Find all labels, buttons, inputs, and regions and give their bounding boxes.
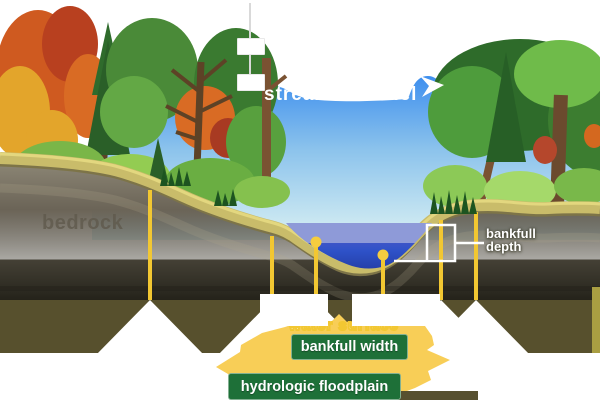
white-cover-patch xyxy=(352,294,440,326)
water-surface-pins xyxy=(310,236,389,261)
marker-lines xyxy=(148,190,478,300)
bankfull-depth-label: bankfull depth xyxy=(486,226,536,254)
stream-water xyxy=(286,223,432,269)
bankfull-width-label: bankfull width xyxy=(300,339,399,355)
bedrock-label: bedrock xyxy=(42,212,124,234)
grass-tufts xyxy=(160,167,477,214)
hydrologic-floodplain-badge: hydrologic floodplain xyxy=(228,373,401,400)
bankfull-width-badge: bankfull width xyxy=(291,334,408,360)
legend-box-2 xyxy=(237,74,265,91)
right-tree-cluster xyxy=(423,39,600,211)
hydrologic-floodplain-label: hydrologic floodplain xyxy=(240,378,389,395)
legend-box-1 xyxy=(237,38,265,55)
bankfull-depth-bracket xyxy=(394,223,484,263)
obscured-sky-label: stream channel xyxy=(264,84,418,105)
obscured-arrow-fragment xyxy=(420,76,444,97)
white-cover-patch xyxy=(260,294,328,326)
